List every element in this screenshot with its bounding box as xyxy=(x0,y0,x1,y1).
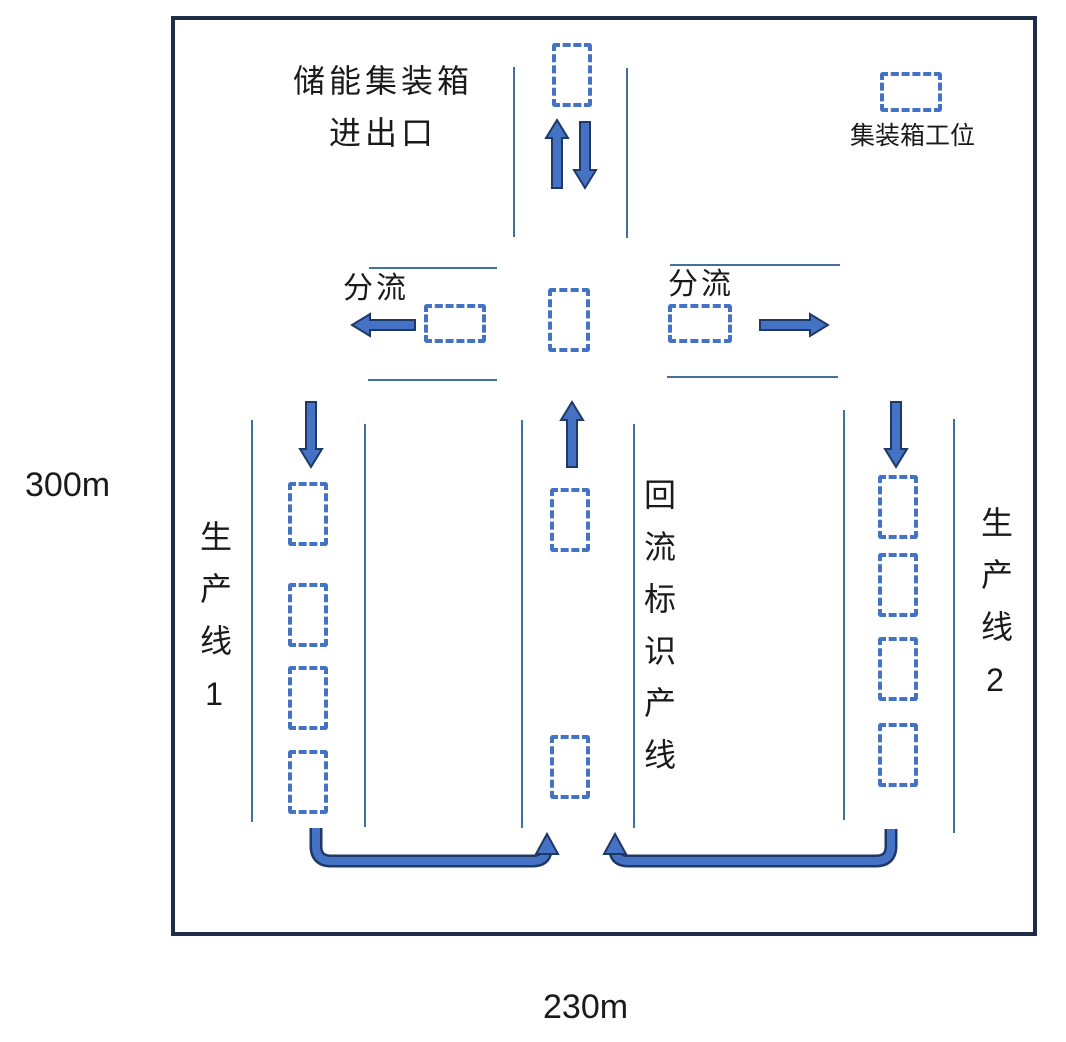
return-lane-right xyxy=(633,424,635,828)
container-slot xyxy=(288,482,328,546)
legend-label: 集装箱工位 xyxy=(849,122,975,150)
container-slot xyxy=(288,750,328,814)
container-slot xyxy=(668,304,732,343)
container-slot xyxy=(878,723,918,787)
entry-road-line-right xyxy=(626,68,628,238)
legend-container-slot xyxy=(880,72,942,112)
container-slot xyxy=(548,288,590,352)
line2-lane-right xyxy=(953,419,955,833)
height-dimension-label: 300m xyxy=(25,466,111,504)
container-slot xyxy=(550,488,590,552)
factory-boundary xyxy=(171,16,1037,936)
split-right-road-top xyxy=(670,264,840,266)
entrance-label-line2: 进出口 xyxy=(328,115,437,151)
width-dimension-label: 230m xyxy=(543,988,629,1026)
entry-road-line-left xyxy=(513,67,515,237)
container-slot xyxy=(878,553,918,617)
return-line-label: 回流标识产线 xyxy=(640,478,676,790)
split-right-label: 分流 xyxy=(668,268,734,301)
line1-lane-left xyxy=(251,420,253,822)
container-slot xyxy=(878,637,918,701)
line1-lane-right xyxy=(364,424,366,827)
entrance-label: 储能集装箱 进出口 xyxy=(278,55,488,159)
container-slot xyxy=(424,304,486,343)
container-slot xyxy=(288,666,328,730)
entrance-label-line1: 储能集装箱 xyxy=(292,63,473,99)
production-line-2-label: 生产线2 xyxy=(977,506,1013,718)
split-right-road-bottom xyxy=(667,376,838,378)
container-slot xyxy=(550,735,590,799)
split-left-road-bottom xyxy=(368,379,497,381)
return-lane-left xyxy=(521,420,523,828)
production-line-1-label: 生产线1 xyxy=(196,520,232,732)
split-left-road-top xyxy=(369,267,497,269)
container-slot xyxy=(552,43,592,107)
container-slot xyxy=(878,475,918,539)
container-slot xyxy=(288,583,328,647)
line2-lane-left xyxy=(843,410,845,820)
split-left-label: 分流 xyxy=(343,272,409,305)
